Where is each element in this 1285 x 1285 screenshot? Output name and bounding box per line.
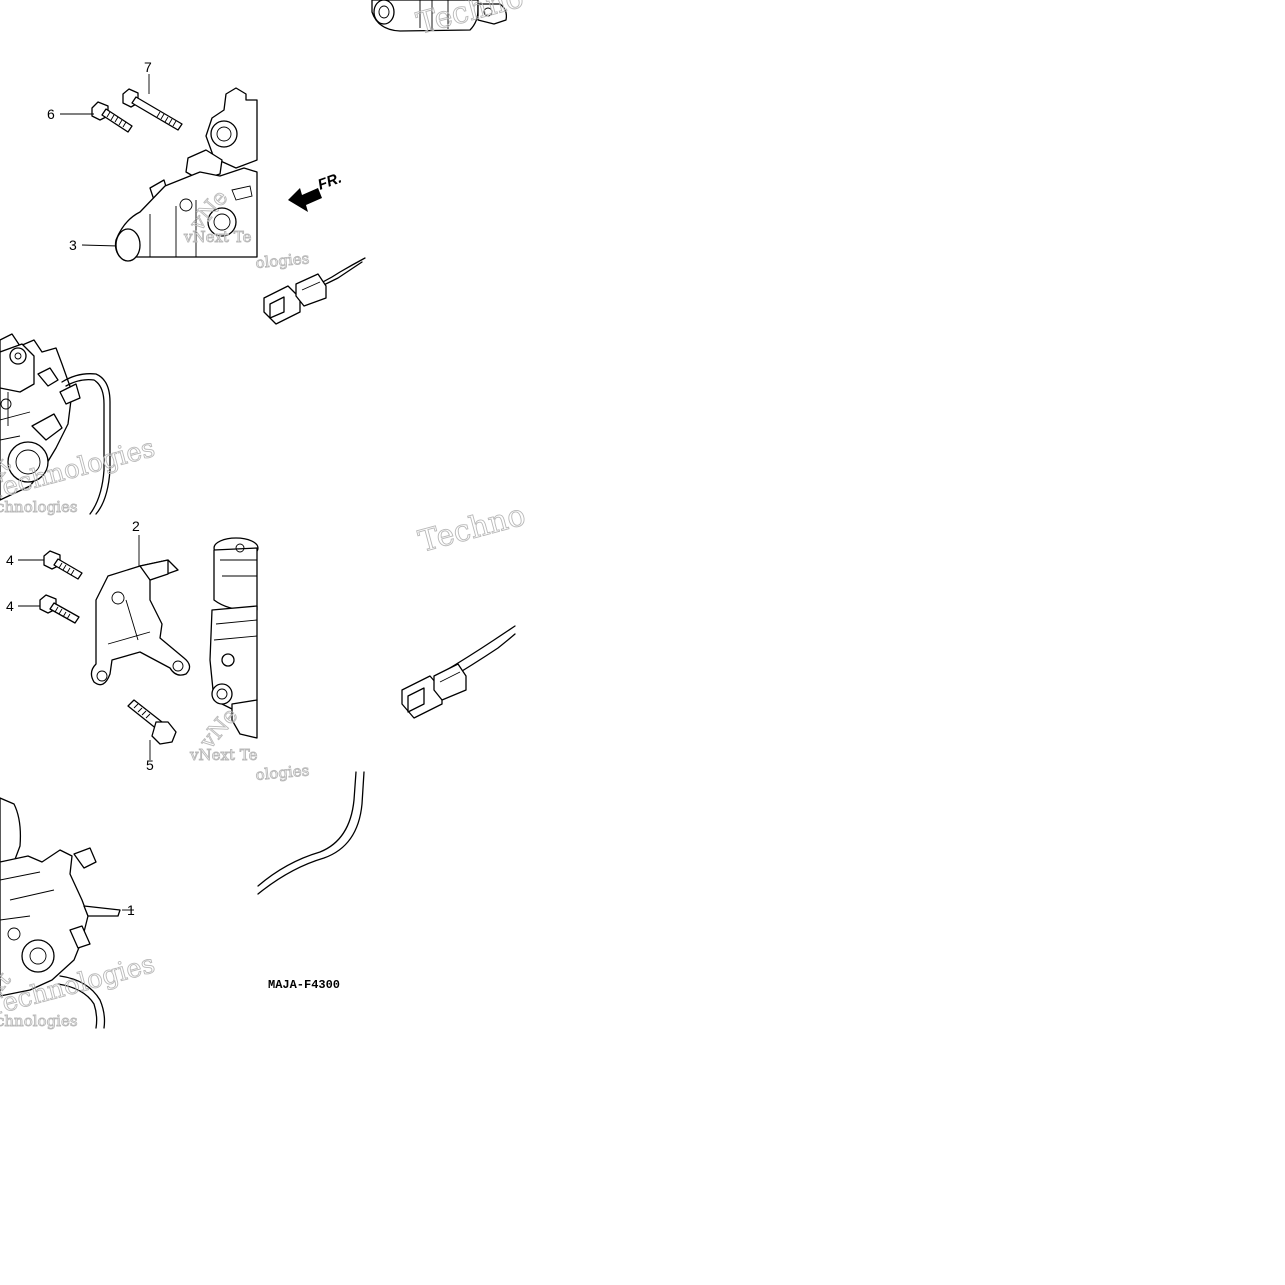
modulator-assembly bbox=[114, 87, 258, 262]
watermark-text: Techno bbox=[413, 0, 527, 42]
bolt-4-upper bbox=[43, 550, 83, 580]
panel-bracket: vNext Te vNe bbox=[18, 535, 259, 764]
callout-5: 5 bbox=[146, 757, 154, 773]
watermark-text: chnologies bbox=[0, 498, 78, 516]
bolt-4-lower bbox=[39, 594, 80, 624]
panel-mid-left: Technologies chnologies xt bbox=[0, 333, 158, 516]
watermark-text: ologies bbox=[255, 249, 310, 272]
electrical-connector-icon bbox=[401, 663, 467, 719]
callout-7: 7 bbox=[144, 59, 152, 75]
motor-fragment-top: Techno bbox=[371, 0, 528, 42]
callout-2: 2 bbox=[132, 518, 140, 534]
panel-connector-bottom: Techno bbox=[401, 497, 530, 719]
callout-1: 1 bbox=[127, 902, 135, 918]
panel-connector-top: ologies bbox=[254, 249, 366, 325]
callout-6: 6 bbox=[47, 106, 55, 122]
bolt-7 bbox=[122, 88, 183, 131]
watermark-text: ologies bbox=[255, 761, 310, 784]
callout-4-lower: 4 bbox=[6, 598, 14, 614]
modulator-motor bbox=[209, 537, 259, 739]
figure-code: MAJA-F4300 bbox=[268, 978, 340, 992]
panel-wiring: ologies bbox=[254, 761, 365, 895]
watermark-text: vNext Te bbox=[183, 228, 252, 246]
watermark-text: vNext Te bbox=[189, 746, 258, 764]
callout-4-upper: 4 bbox=[6, 552, 14, 568]
bolt-5 bbox=[127, 699, 177, 745]
leader-3 bbox=[81, 244, 119, 247]
arrow-forward-icon bbox=[288, 188, 322, 212]
watermark-text: chnologies bbox=[0, 1012, 78, 1030]
watermark-text: Techno bbox=[415, 498, 529, 560]
electrical-connector-icon bbox=[263, 273, 327, 325]
bolt-6 bbox=[91, 101, 133, 133]
bracket-2 bbox=[90, 559, 191, 686]
callout-3: 3 bbox=[69, 237, 77, 253]
front-direction-indicator: FR. bbox=[288, 170, 344, 212]
panel-top-left: vNext Te vNe bbox=[60, 74, 258, 262]
direction-label: FR. bbox=[316, 170, 345, 194]
